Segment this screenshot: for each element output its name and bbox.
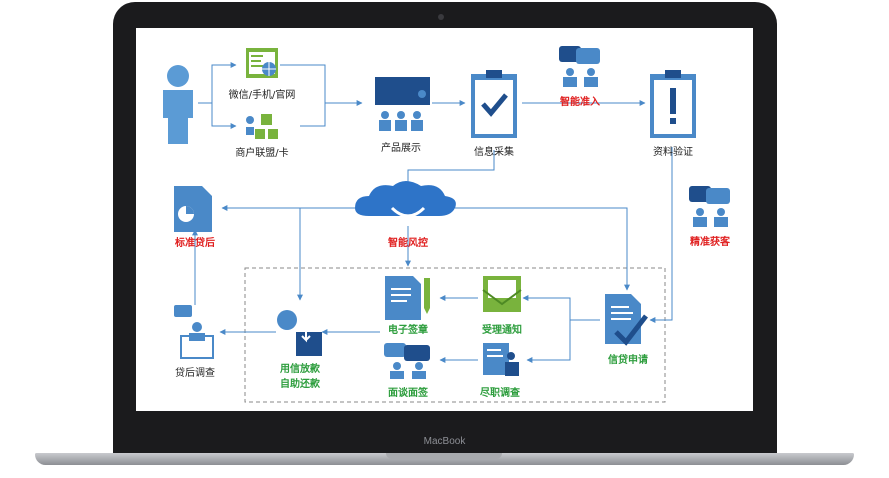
interview-chat-icon [384,343,430,379]
accept-notice-label: 受理通知 [482,323,522,336]
credit-apply-doc-icon [605,294,648,346]
post-loan-report-icon [174,186,212,232]
credit-apply-label: 信贷申请 [608,353,648,366]
customer-person-icon [163,65,193,144]
risk-control-cloud-icon [355,181,456,226]
dashed-group-box [244,267,666,403]
channels-online-label: 微信/手机/官网 [229,88,296,101]
laptop-base-notch [386,453,502,459]
credit-use-icon [277,310,322,356]
camera-dot [438,14,444,20]
credit-use-label-line2: 自助还款 [280,377,321,390]
credit-use-label-line1: 用信放款 [279,362,321,375]
connectors [192,62,673,363]
precise-acquire-chat-icon [689,186,730,227]
smart-access-chat-icon [559,46,600,87]
post-loan-survey-label: 贷后调查 [175,366,215,379]
merchant-network-icon [246,114,278,139]
due-diligence-label: 尽职调查 [480,386,521,399]
smart-risk-label: 智能风控 [388,236,428,249]
presentation-board-icon [375,77,430,131]
e-signature-doc-icon [385,276,430,320]
standard-post-loan-label: 标准贷后 [174,236,215,249]
web-channel-icon [246,48,278,78]
post-loan-survey-icon [174,305,214,359]
data-verify-exclamation-icon [650,70,696,138]
precise-acquire-label: 精准获客 [690,235,731,248]
screen: 微信/手机/官网 商户联盟/卡 产品展示 信息采集 智能准入 [136,28,753,411]
laptop-base [35,453,854,465]
channels-offline-label: 商户联盟/卡 [235,146,288,159]
interview-label: 面谈面签 [388,386,429,399]
info-collect-label: 信息采集 [474,145,514,158]
accept-notice-envelope-icon [482,276,522,312]
flow-diagram: 微信/手机/官网 商户联盟/卡 产品展示 信息采集 智能准入 [163,46,731,403]
clipboard-check-icon [471,70,517,138]
e-signature-label: 电子签章 [388,323,428,336]
brand-label: MacBook [423,436,466,447]
product-display-label: 产品展示 [381,141,421,154]
data-verify-label: 资料验证 [653,145,693,158]
due-diligence-icon [483,343,519,376]
smart-access-label: 智能准入 [560,95,600,108]
